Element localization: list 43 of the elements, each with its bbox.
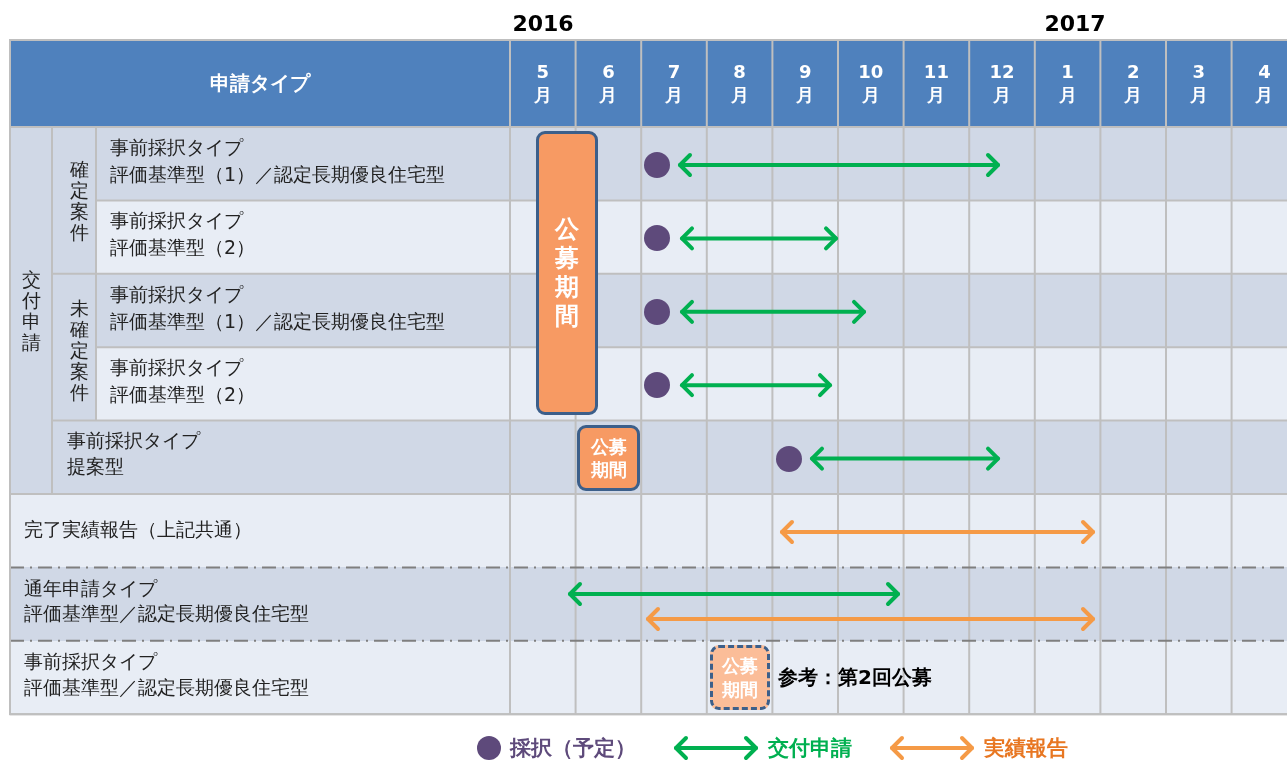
period-label: 公募期間 <box>722 654 758 701</box>
row-label: 事前採択タイプ <box>110 282 243 307</box>
month-header: 6月 <box>598 59 619 107</box>
period-box <box>536 131 598 415</box>
month-header: 8月 <box>729 59 750 107</box>
month-header: 9月 <box>795 59 816 107</box>
year-label: 2016 <box>512 10 574 38</box>
month-header: 4月 <box>1254 59 1275 107</box>
period-label: 公募期間 <box>590 434 627 482</box>
row-label: 評価基準型／認定長期優良住宅型 <box>24 602 309 627</box>
row-label: 事前採択タイプ <box>24 649 157 674</box>
row-label: 評価基準型（1）／認定長期優良住宅型 <box>110 309 446 334</box>
group-label: 確定案件 <box>69 159 89 243</box>
month-header: 1月 <box>1057 59 1078 107</box>
group-label: 未確定案件 <box>69 297 89 403</box>
month-header: 5月 <box>532 59 553 107</box>
period-label: 公募期間 <box>555 215 579 331</box>
month-header: 11月 <box>923 59 950 107</box>
row-label: 提案型 <box>67 454 124 479</box>
row-label: 評価基準型（2） <box>110 383 256 408</box>
month-header: 3月 <box>1188 59 1209 107</box>
row-label: 評価基準型／認定長期優良住宅型 <box>24 675 309 700</box>
month-header: 2月 <box>1123 59 1144 107</box>
period-box <box>710 645 770 710</box>
period-box <box>577 425 640 491</box>
note-text: 参考：第2回公募 <box>778 663 932 691</box>
row-label: 事前採択タイプ <box>67 428 200 453</box>
row-label: 完了実績報告（上記共通） <box>24 518 252 542</box>
row-label: 通年申請タイプ <box>24 577 157 602</box>
month-header: 12月 <box>988 59 1016 107</box>
month-header: 10月 <box>857 59 884 107</box>
legend-label: 実績報告 <box>984 735 1068 762</box>
legend-label: 採択（予定） <box>510 735 636 762</box>
row-label: 事前採択タイプ <box>110 209 243 234</box>
legend-label: 交付申請 <box>768 735 852 762</box>
month-header: 7月 <box>664 59 684 107</box>
column-header: 申請タイプ <box>210 70 310 96</box>
row-label: 評価基準型（1）／認定長期優良住宅型 <box>110 163 446 187</box>
row-label: 事前採択タイプ <box>110 136 243 160</box>
group-label: 交付申請 <box>21 269 41 353</box>
row-label: 事前採択タイプ <box>110 356 243 381</box>
year-label: 2017 <box>1044 10 1106 38</box>
row-label: 評価基準型（2） <box>110 236 256 261</box>
